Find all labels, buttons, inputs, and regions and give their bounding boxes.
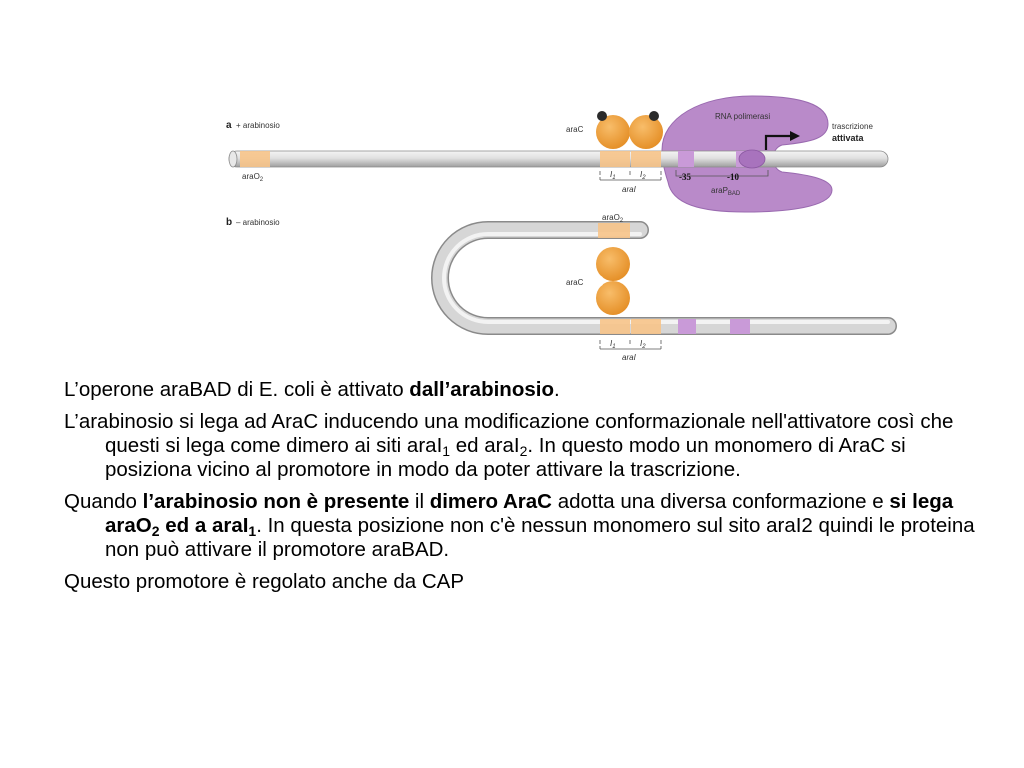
i1-site-b bbox=[600, 319, 630, 334]
i1-label-b: I1 bbox=[610, 339, 616, 350]
arac-monomer-2 bbox=[629, 115, 663, 149]
p3-sub: 1 bbox=[248, 523, 257, 539]
arac-monomer-top-b bbox=[596, 247, 630, 281]
p2-text: ed araI bbox=[450, 434, 520, 457]
p1-text: L’operone araBAD di E. coli è attivato bbox=[64, 378, 410, 401]
dna-loop-b-highlight bbox=[442, 232, 890, 324]
rna-polymerase-label: RNA polimerasi bbox=[715, 112, 770, 121]
p1-text: . bbox=[553, 378, 560, 401]
dna-strand-a bbox=[228, 150, 889, 168]
purple-site-1-b bbox=[678, 319, 696, 334]
paragraph-3: Quando l’arabinosio non è presente il di… bbox=[64, 490, 984, 562]
arai-label-b: araI bbox=[622, 353, 637, 362]
arac-empty-pocket bbox=[592, 275, 604, 287]
p3-sub: 2 bbox=[151, 523, 160, 539]
p3-text: adotta una diversa conformazione e bbox=[552, 490, 890, 513]
p3-bold-text: si lega araO bbox=[105, 490, 954, 537]
i2-label-b: I2 bbox=[640, 339, 646, 350]
p2-sub: 1 bbox=[442, 443, 451, 459]
arabinose-icon bbox=[649, 111, 659, 121]
activated-label: attivata bbox=[832, 133, 865, 143]
arabinose-icon bbox=[597, 111, 607, 121]
arao2-site-b bbox=[598, 223, 630, 238]
panel-b-label: – arabinosio bbox=[236, 218, 280, 227]
paragraph-2: L’arabinosio si lega ad AraC inducendo u… bbox=[64, 410, 984, 482]
panel-a-letter: a bbox=[226, 120, 232, 131]
explanation-text: L’operone araBAD di E. coli è attivato d… bbox=[64, 378, 984, 602]
minus35-label: -35 bbox=[679, 172, 691, 182]
p2-sub: 2 bbox=[519, 443, 528, 459]
i2-site-a bbox=[631, 151, 661, 167]
i2-site-b bbox=[631, 319, 661, 334]
i1-site-a bbox=[600, 151, 630, 167]
arao2-site-a bbox=[240, 151, 270, 167]
i1-label-a: I1 bbox=[610, 170, 616, 181]
polymerase-clamp bbox=[738, 149, 766, 169]
p3-bold: l’arabinosio non è presente bbox=[142, 490, 410, 513]
arai-bracket-b bbox=[599, 340, 662, 350]
p1-bold: dall’arabinosio bbox=[409, 378, 554, 401]
dna-loop-b-fill bbox=[432, 222, 896, 334]
p3-bold: si lega araO2 ed a araI1 bbox=[105, 490, 954, 539]
p2-text: L’arabinosio si lega ad AraC inducendo u… bbox=[64, 410, 954, 457]
arac-label-a: araC bbox=[566, 125, 584, 134]
paragraph-1: L’operone araBAD di E. coli è attivato d… bbox=[64, 378, 984, 402]
panel-b-letter: b bbox=[226, 217, 232, 228]
arai-bracket-a bbox=[599, 171, 662, 181]
p3-text: il bbox=[409, 490, 430, 513]
arac-monomer-bottom-b bbox=[596, 281, 630, 315]
panel-a-label: + arabinosio bbox=[236, 121, 280, 130]
minus10-label: -10 bbox=[727, 172, 739, 182]
arapbad-label: araPBAD bbox=[711, 186, 741, 197]
paragraph-4: Questo promotore è regolato anche da CAP bbox=[64, 570, 464, 593]
p2-text: . In questo modo un monomero di AraC si … bbox=[105, 434, 906, 481]
transcription-label: trascrizione bbox=[832, 122, 873, 131]
dna-end-a bbox=[228, 150, 238, 168]
arao2-label-a: araO2 bbox=[242, 172, 264, 183]
arai-label-a: araI bbox=[622, 185, 637, 194]
dna-loop-b bbox=[431, 221, 897, 335]
transcription-arrow-icon bbox=[764, 134, 790, 150]
p3-bold-text: ed a araI bbox=[159, 514, 249, 537]
i2-label-a: I2 bbox=[640, 170, 646, 181]
arac-monomer-1 bbox=[596, 115, 630, 149]
p3-text: Quando bbox=[64, 490, 143, 513]
arrowhead-icon bbox=[790, 131, 800, 141]
p3-text: . In questa posizione non c'è nessun mon… bbox=[105, 514, 975, 561]
promoter-bracket bbox=[675, 170, 769, 177]
purple-site-2-b bbox=[730, 319, 750, 334]
arao2-label-b: araO2 bbox=[602, 213, 624, 224]
arac-label-b: araC bbox=[566, 278, 584, 287]
p3-bold: dimero AraC bbox=[429, 490, 552, 513]
minus35-site bbox=[678, 151, 694, 167]
arabad-operon-diagram: a + arabinosio araC RNA polimerasi trasc… bbox=[226, 95, 897, 362]
